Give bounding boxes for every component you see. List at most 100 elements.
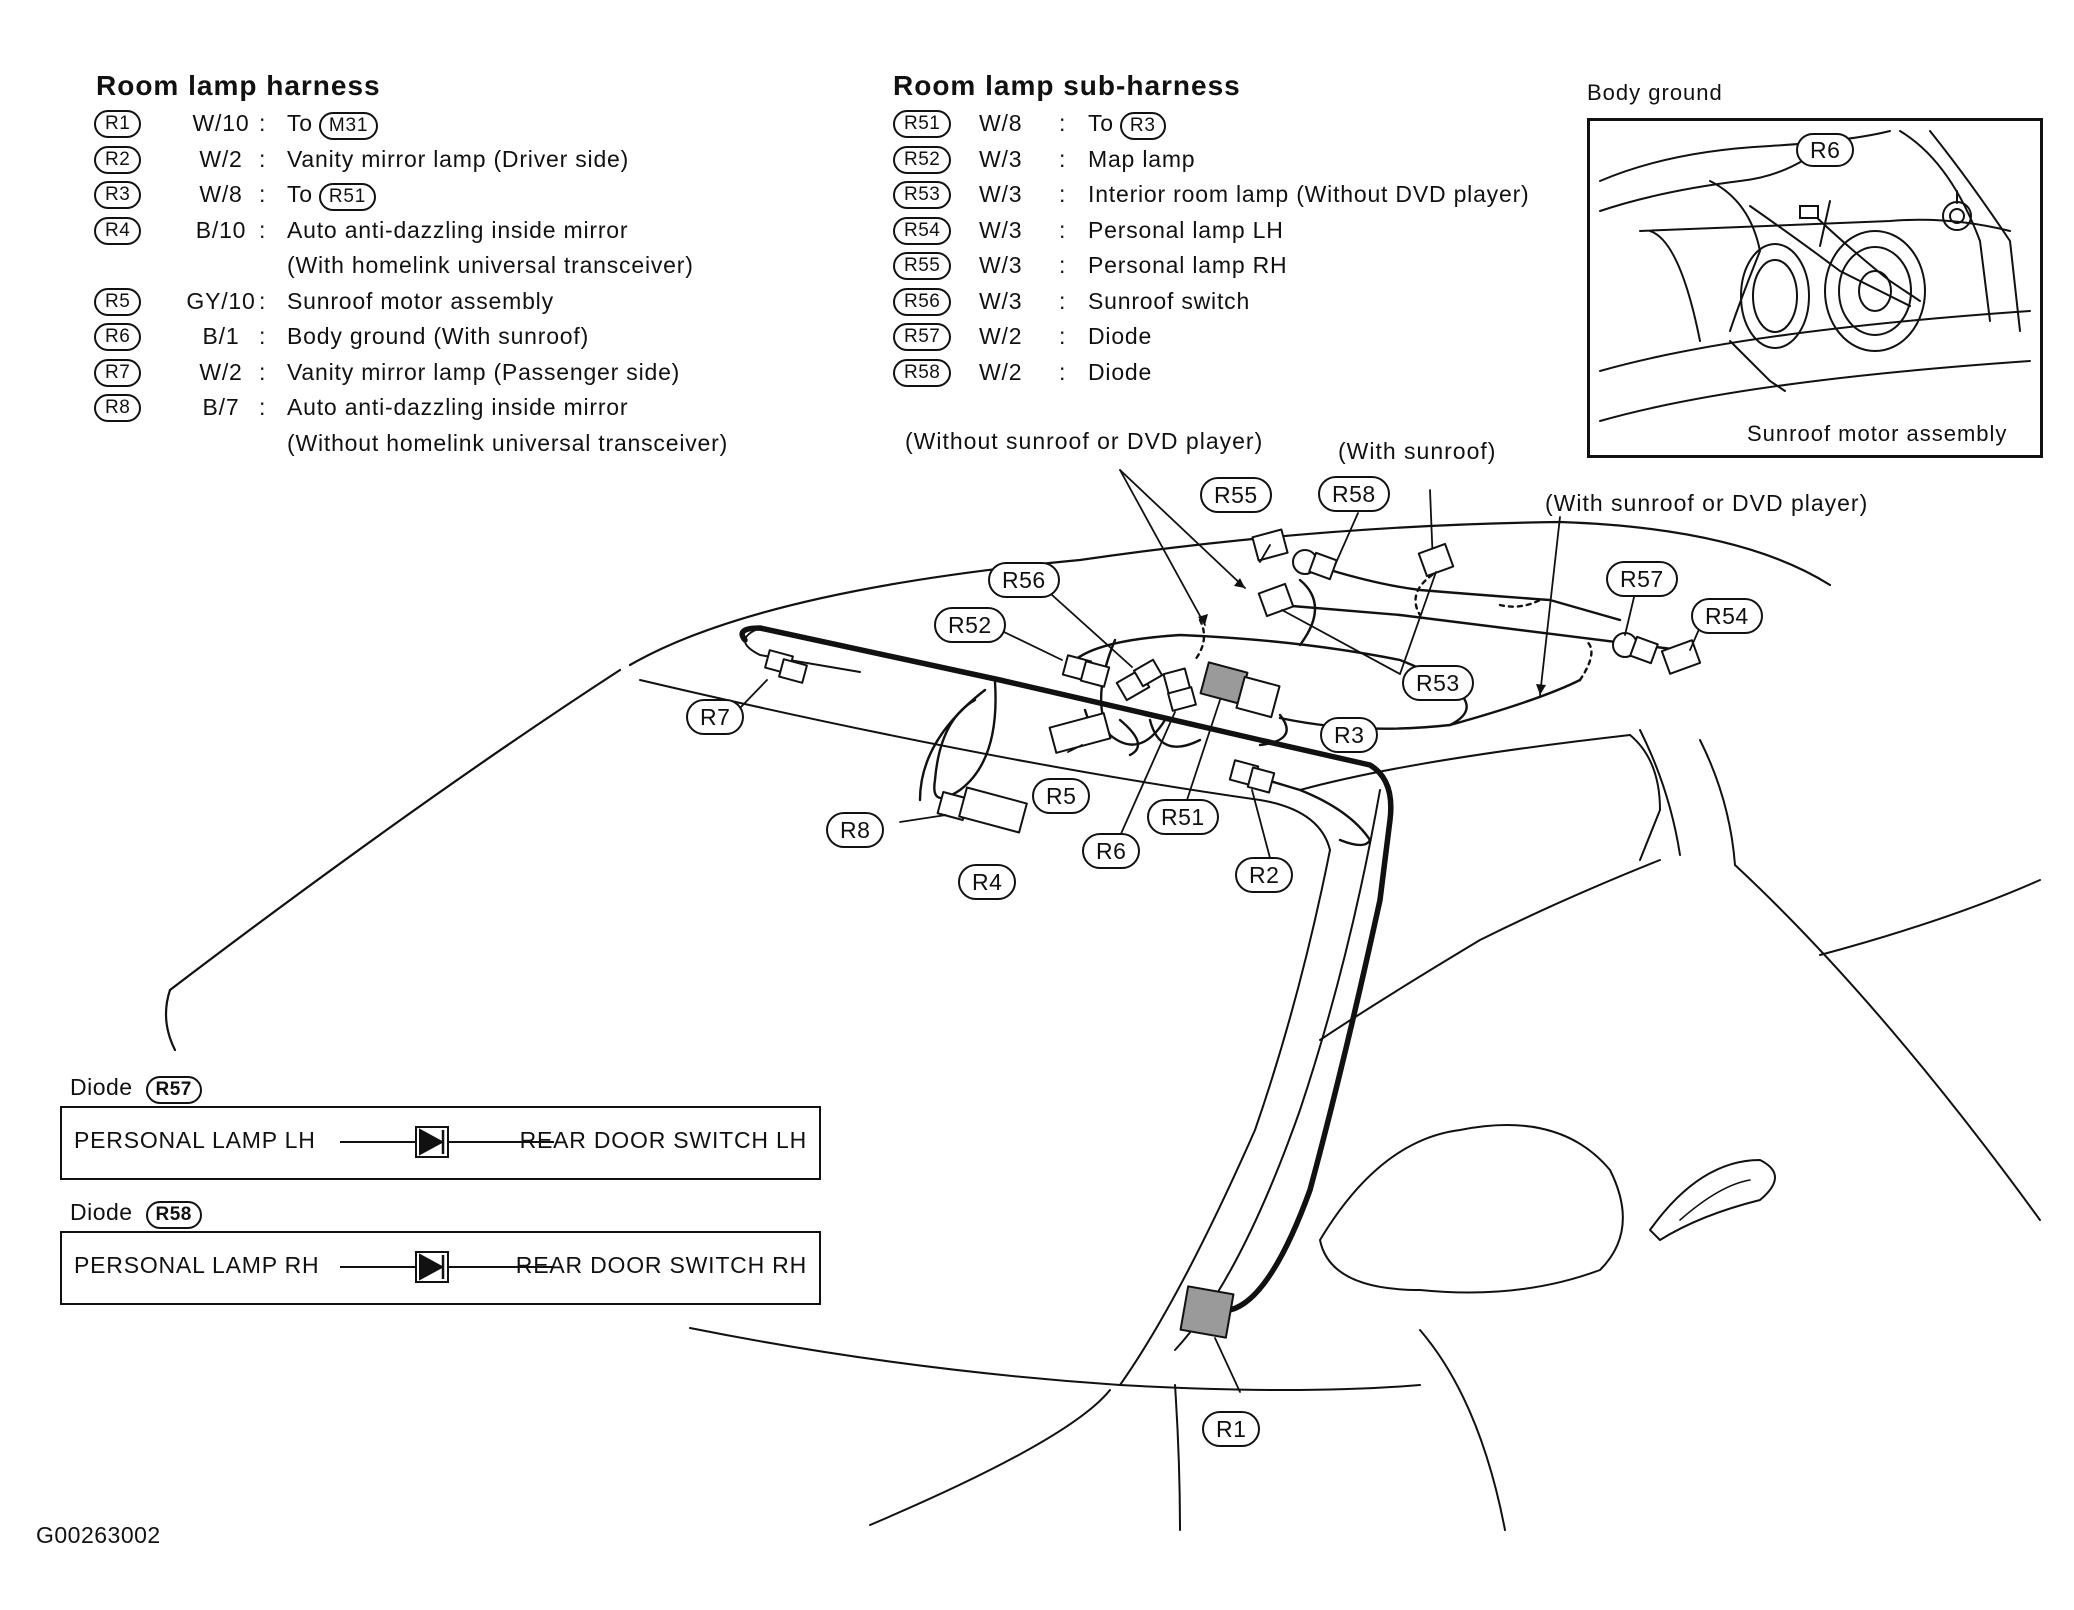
wire-spec: W/8	[199, 181, 243, 207]
separator: :	[1059, 181, 1067, 207]
note-with-sunroof: (With sunroof)	[1338, 438, 1497, 464]
connector-id: R52	[893, 145, 952, 174]
callout-r2: R2	[1235, 857, 1294, 893]
separator: :	[259, 145, 267, 172]
wire-spec: W/2	[979, 323, 1023, 349]
connector-r51	[1199, 661, 1281, 719]
connector-r1	[1179, 1285, 1235, 1339]
separator: :	[259, 394, 267, 420]
connector-id: R4	[94, 216, 142, 245]
separator: :	[259, 358, 267, 385]
connector-description: (Without homelink universal transceiver)	[287, 429, 729, 456]
connector-r54	[1660, 639, 1702, 675]
wire-spec: B/7	[202, 394, 240, 420]
connector-r53	[1257, 542, 1455, 618]
connector-id: R5	[94, 287, 142, 316]
connector-description: Map lamp	[1088, 145, 1196, 172]
diode-r58-word: Diode	[70, 1199, 133, 1225]
connector-reference: R51	[318, 183, 377, 211]
connector-id: R1	[94, 110, 142, 138]
wire-spec: W/2	[199, 145, 243, 172]
inset-callout-r6: R6	[1796, 133, 1855, 167]
diode-r57-label: Diode R57	[70, 1074, 202, 1104]
separator: :	[259, 287, 267, 314]
note-without-sunroof-or-dvd: (Without sunroof or DVD player)	[905, 428, 1264, 454]
subharness-title: Room lamp sub-harness	[893, 70, 1241, 101]
connector-r2	[1228, 759, 1276, 794]
connector-description: Personal lamp RH	[1088, 252, 1288, 278]
connector-r58	[1292, 549, 1338, 581]
separator: :	[1059, 110, 1067, 136]
callout-r3: R3	[1320, 717, 1379, 753]
wire-spec: W/8	[979, 110, 1023, 136]
diode-r58-label: Diode R58	[70, 1199, 202, 1229]
wire-spec: W/3	[979, 252, 1023, 278]
diode-r58-box: PERSONAL LAMP RH REAR DOOR SWITCH RH	[60, 1231, 821, 1305]
connector-id: R55	[893, 252, 952, 280]
connector-description: (With homelink universal transceiver)	[287, 252, 694, 278]
inset-caption: Sunroof motor assembly	[1745, 421, 2010, 447]
separator: :	[1059, 323, 1067, 349]
separator: :	[1059, 358, 1067, 385]
diode-r58-ref: R58	[145, 1201, 202, 1229]
callout-r56: R56	[988, 562, 1060, 598]
connector-id: R7	[94, 358, 142, 387]
connector-id: R58	[893, 358, 952, 387]
door-handle-outline	[1649, 1159, 1776, 1241]
wire-spec: W/10	[192, 110, 250, 136]
sunroof-motor-illustration	[1599, 130, 2031, 422]
callout-r5: R5	[1032, 778, 1091, 814]
connector-description: Auto anti-dazzling inside mirror	[287, 216, 629, 243]
connector-id: R8	[94, 394, 142, 422]
main-harness-run	[739, 625, 1394, 1313]
callout-r54: R54	[1691, 598, 1763, 634]
connector-id: R56	[893, 287, 952, 316]
callout-r4: R4	[958, 864, 1017, 900]
diode-r58-right-text: REAR DOOR SWITCH RH	[515, 1252, 807, 1278]
windshield-edge	[168, 668, 622, 992]
connector-r6	[1162, 667, 1197, 712]
connector-reference: R3	[1119, 112, 1166, 140]
connector-description: Body ground (With sunroof)	[287, 323, 590, 349]
connector-r57	[1612, 632, 1659, 665]
connector-description: Sunroof motor assembly	[287, 287, 554, 314]
separator: :	[259, 110, 267, 136]
door-mirror-outline	[1319, 1124, 1624, 1294]
connector-description: Diode	[1088, 358, 1153, 385]
connector-description: Personal lamp LH	[1088, 216, 1284, 243]
connector-r5	[1048, 712, 1112, 754]
wire-spec: W/3	[979, 216, 1023, 243]
callout-r52: R52	[934, 607, 1006, 643]
diode-r57-word: Diode	[70, 1074, 133, 1100]
wire-spec: B/10	[195, 216, 247, 243]
separator: :	[259, 181, 267, 207]
wire-spec: W/3	[979, 181, 1023, 207]
harness-row: R8 B/7: Auto anti-dazzling inside mirror	[94, 394, 834, 430]
connector-description: Vanity mirror lamp (Driver side)	[287, 145, 630, 172]
callout-r58: R58	[1318, 476, 1390, 512]
connector-r56	[1115, 658, 1164, 702]
connector-r4	[958, 786, 1028, 834]
connector-reference: M31	[318, 112, 379, 140]
connector-id: R53	[893, 181, 952, 209]
connector-r7	[764, 649, 808, 684]
harness-title: Room lamp harness	[96, 70, 381, 101]
separator: :	[1059, 145, 1067, 172]
connector-description: Auto anti-dazzling inside mirror	[287, 394, 629, 420]
